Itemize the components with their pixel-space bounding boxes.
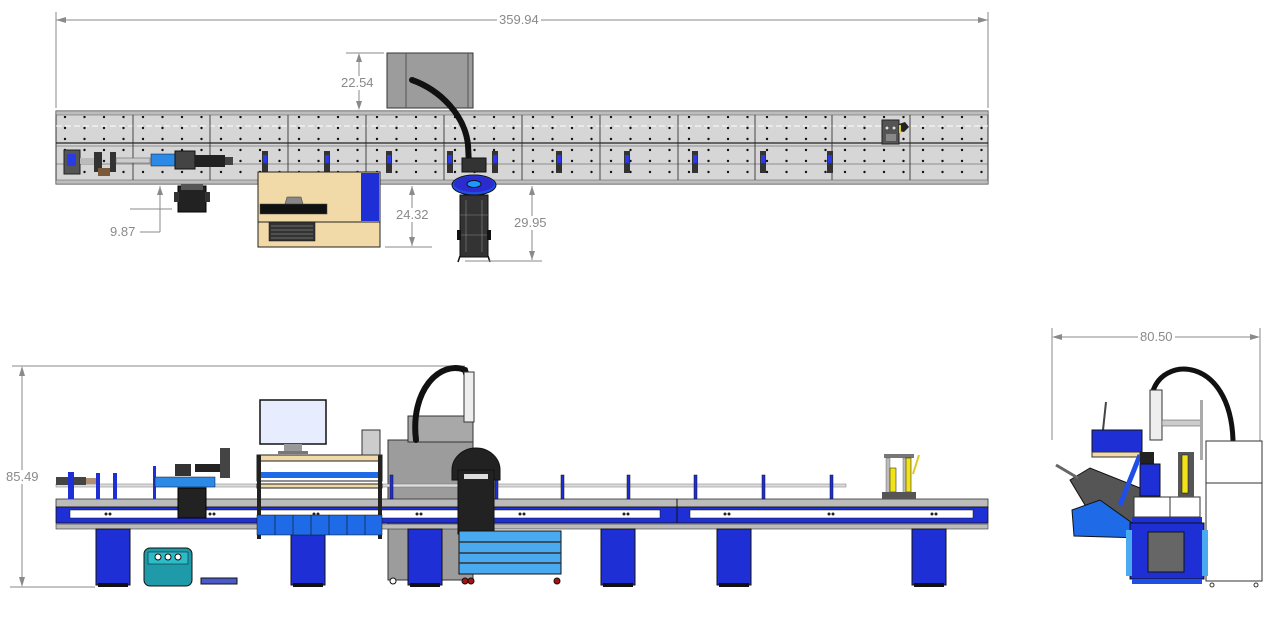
dim-positioner-depth: 29.95	[512, 215, 549, 230]
dim-desk-depth: 24.32	[394, 207, 431, 222]
dim-side-width: 80.50	[1138, 329, 1175, 344]
dim-enclosure-depth: 22.54	[339, 75, 376, 90]
dim-overall-height: 85.49	[4, 469, 41, 484]
dim-overall-length: 359.94	[497, 12, 541, 27]
dim-fixture-offset: 9.87	[108, 224, 138, 239]
